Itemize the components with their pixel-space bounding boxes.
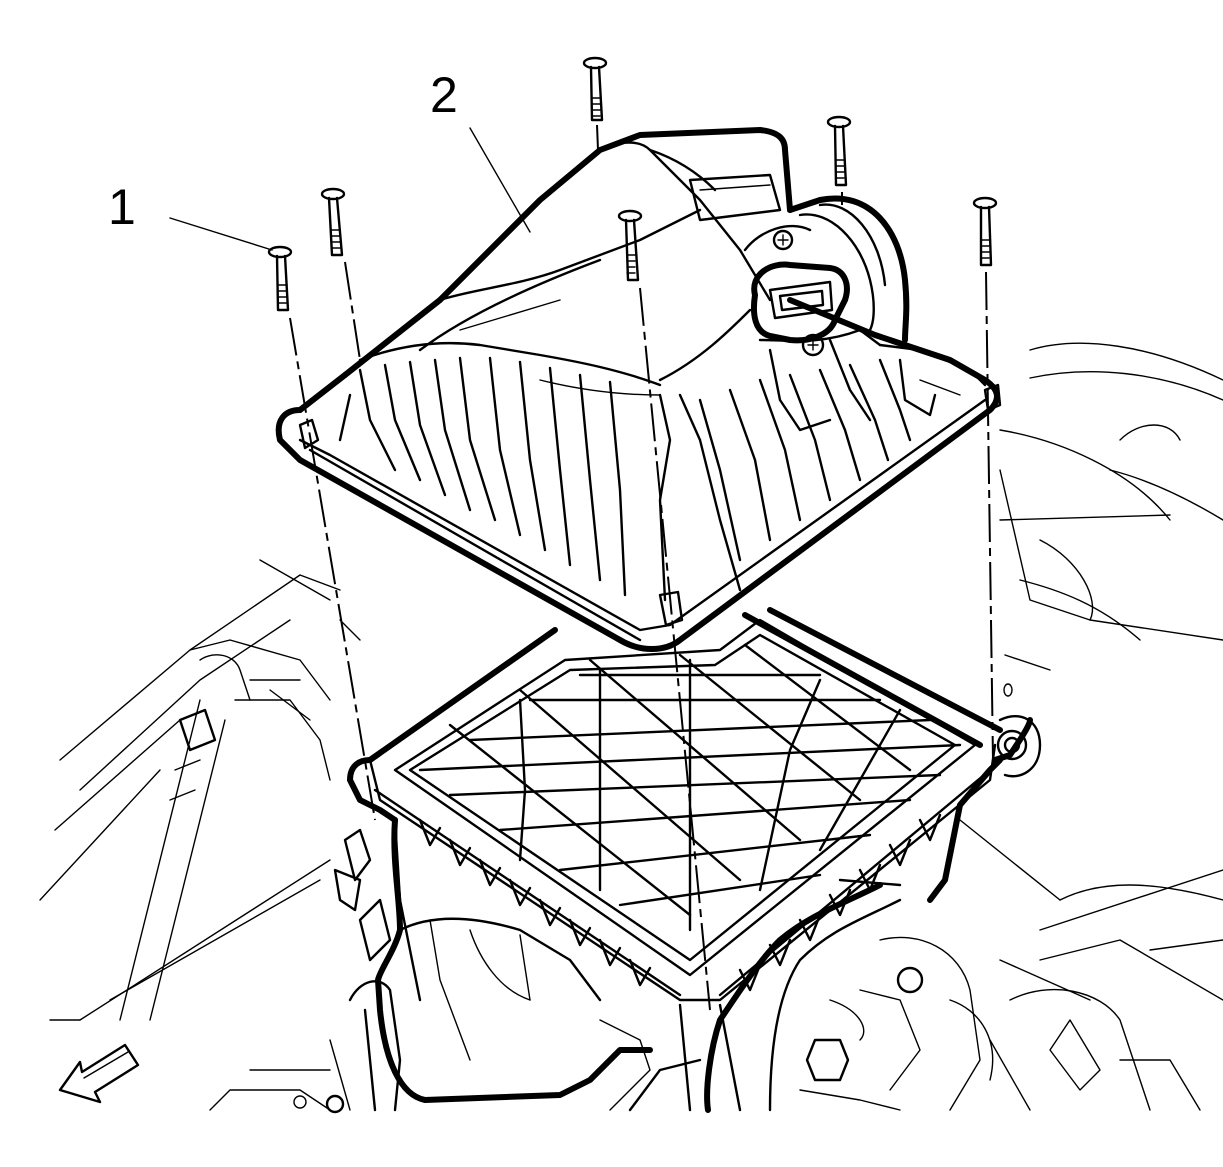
bolt-front-left xyxy=(267,245,376,821)
mass-airflow-sensor xyxy=(750,229,850,357)
forward-direction-arrow xyxy=(58,1043,140,1104)
bolt-rear-left xyxy=(320,187,361,361)
bolt-front-right xyxy=(972,196,998,761)
callouts: 1 2 xyxy=(108,67,531,251)
cover-ribs xyxy=(338,356,912,597)
bolts xyxy=(267,56,998,1011)
bolt-rear-center xyxy=(582,56,608,151)
leader-line-1 xyxy=(169,217,273,251)
air-cleaner-upper-cover xyxy=(275,127,1002,652)
callout-label-2: 2 xyxy=(430,67,458,123)
leader-line-2 xyxy=(469,127,531,233)
callout-label-1: 1 xyxy=(108,179,136,235)
bolt-front-center xyxy=(617,209,711,1011)
air-cleaner-lower-housing xyxy=(333,715,1042,1113)
bolt-rear-right xyxy=(826,115,852,205)
air-filter-element xyxy=(367,607,1003,1002)
filter-pleats xyxy=(418,813,942,992)
filter-grid xyxy=(418,643,962,932)
engine-bay-background xyxy=(39,342,1223,1114)
